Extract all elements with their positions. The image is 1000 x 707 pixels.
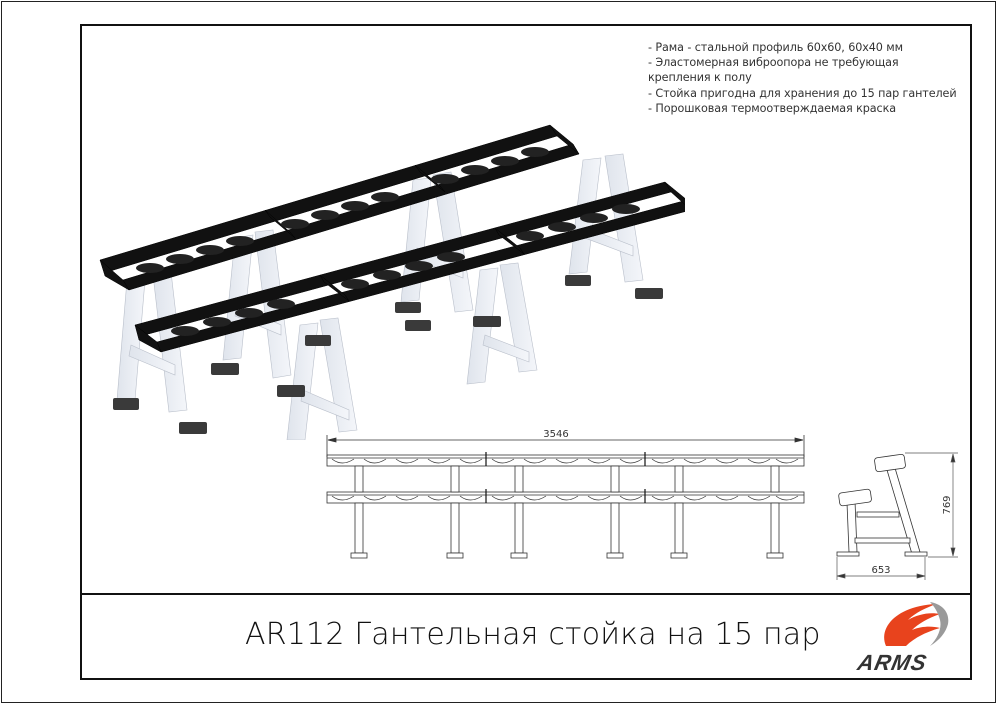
spec-line: - Рама - стальной профиль 60х60, 60х40 м… — [648, 41, 903, 54]
upper-tier-cradles — [136, 147, 549, 273]
side-view-drawing: 653 769 — [836, 452, 958, 580]
logo-wordmark: ARMS — [855, 650, 930, 675]
spec-line: крепления к полу — [648, 71, 752, 85]
height-dimension-label: 769 — [942, 495, 953, 514]
arms-logo: ARMS — [855, 598, 956, 676]
upper-tier-rails — [99, 124, 580, 291]
lower-tier-cradles — [171, 204, 640, 336]
rack-isometric-render — [99, 124, 685, 440]
lower-tier-rails — [134, 181, 685, 353]
spec-line: - Порошковая термоотверждаемая краска — [648, 101, 897, 115]
depth-dimension-label: 653 — [871, 565, 890, 576]
spec-line: - Эластомерная виброопора не требующая — [648, 56, 899, 70]
spec-line: - Стойка пригодна для хранения до 15 пар… — [648, 86, 957, 100]
front-view-drawing: 3546 — [326, 429, 805, 559]
width-dimension-label: 3546 — [543, 429, 568, 440]
spec-list: - Рама - стальной профиль 60х60, 60х40 м… — [648, 40, 968, 116]
title-block-divider — [80, 593, 972, 595]
rubber-feet — [113, 275, 663, 434]
drawing-frame — [80, 24, 972, 680]
arms-swoosh-logo-icon — [884, 602, 949, 646]
document-title: AR112 Гантельная стойка на 15 пар — [245, 617, 821, 652]
